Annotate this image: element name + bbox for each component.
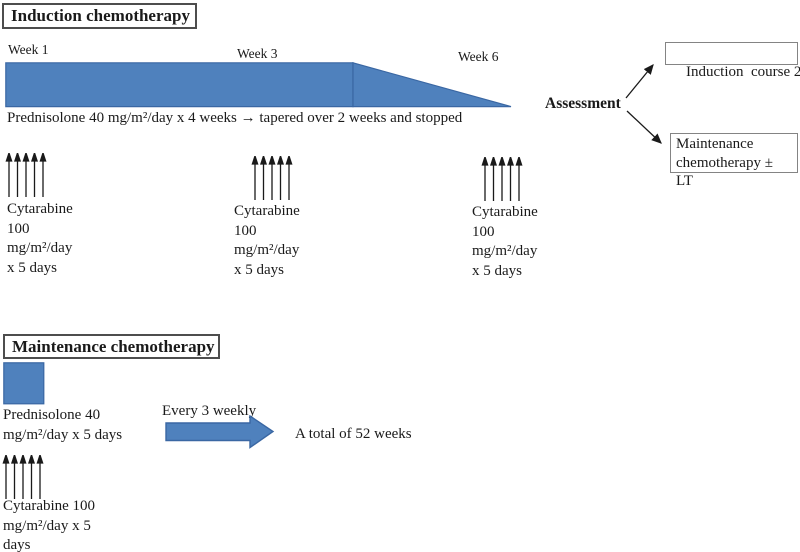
total-duration-text: A total of 52 weeks	[295, 426, 412, 442]
cytarabine-label-1: Cytarabine 100 mg/m²/day x 5 days	[7, 201, 73, 276]
repeat-cycle-arrow-icon	[165, 415, 275, 449]
induction-course-2-box: Induction course 2	[665, 42, 800, 80]
week-6-label: Week 6	[458, 49, 499, 64]
maintenance-title: Maintenance chemotherapy	[12, 336, 215, 356]
maintenance-title-box: Maintenance chemotherapy	[3, 334, 220, 359]
cytarabine-label-3: Cytarabine 100 mg/m²/day x 5 days	[472, 204, 538, 279]
prednisolone-maintenance-text: Prednisolone 40 mg/m²/day x 5 days	[3, 407, 123, 443]
induction-course-2-label: Induction course 2	[686, 64, 800, 80]
prednisolone-induction-text: Prednisolone 40 mg/m²/day x 4 weeks → ta…	[7, 110, 463, 126]
week-1-label: Week 1	[8, 42, 49, 57]
prednisolone-taper-bar	[5, 62, 512, 108]
arrow-to-induction-course-2-icon	[625, 63, 654, 99]
week-3-label: Week 3	[237, 46, 278, 61]
prednisolone-bar-rect	[5, 62, 354, 108]
dose-arrows-icon	[2, 455, 44, 499]
block-arrow-shape	[165, 415, 275, 449]
dose-arrows-icon	[481, 157, 523, 201]
induction-title: Induction chemotherapy	[11, 6, 190, 25]
dose-arrows-icon	[251, 156, 293, 200]
dose-arrows-icon	[5, 153, 47, 197]
maintenance-lt-box: Maintenance chemotherapy ± LT	[670, 133, 798, 189]
cytarabine-label-2: Cytarabine 100 mg/m²/day x 5 days	[234, 203, 300, 278]
cytarabine-maintenance-label: Cytarabine 100 mg/m²/day x 5 days	[3, 498, 96, 552]
assessment-label: Assessment	[545, 95, 621, 112]
prednisolone-block-rect	[3, 362, 45, 405]
cycle-frequency-label: Every 3 weekly	[162, 403, 257, 419]
maintenance-lt-label: Maintenance chemotherapy ± LT	[676, 136, 773, 189]
induction-title-box: Induction chemotherapy	[2, 3, 197, 29]
prednisolone-block	[3, 362, 45, 405]
prednisolone-taper-triangle	[352, 62, 512, 108]
arrow-to-maintenance-icon	[626, 110, 662, 144]
